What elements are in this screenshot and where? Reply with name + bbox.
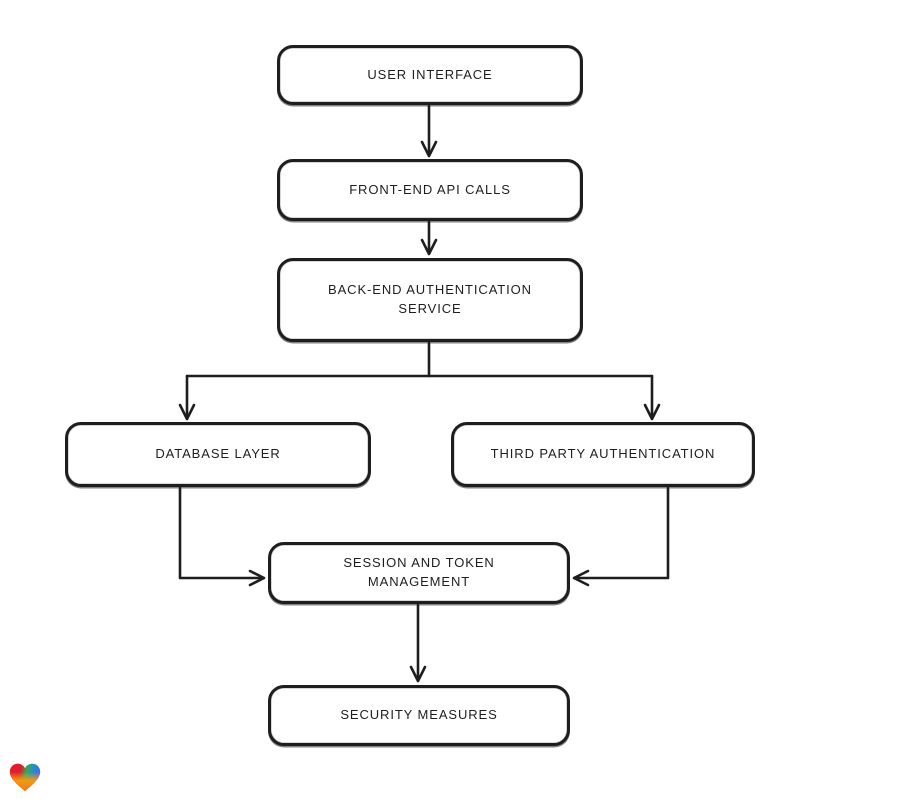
heart-icon bbox=[9, 763, 41, 792]
node-label: THIRD PARTY AUTHENTICATION bbox=[490, 446, 716, 462]
node-back-end-auth-service: BACK-END AUTHENTICATION SERVICE bbox=[277, 258, 583, 342]
node-label: DATABASE LAYER bbox=[155, 446, 281, 462]
edge-back-end-branch bbox=[178, 341, 661, 421]
node-front-end-api-calls: FRONT-END API CALLS bbox=[277, 159, 583, 221]
node-label: SESSION AND TOKEN bbox=[343, 555, 495, 571]
node-session-token-mgmt: SESSION AND TOKEN MANAGEMENT bbox=[268, 542, 570, 604]
edge-database-to-session bbox=[178, 486, 266, 587]
node-label: MANAGEMENT bbox=[367, 574, 471, 589]
node-label: SERVICE bbox=[398, 301, 462, 316]
node-third-party-auth: THIRD PARTY AUTHENTICATION bbox=[451, 422, 755, 487]
node-label: SECURITY MEASURES bbox=[340, 707, 498, 723]
edge-third-party-to-session bbox=[572, 486, 670, 587]
node-database-layer: DATABASE LAYER bbox=[65, 422, 371, 487]
edge-front-end-to-back-end bbox=[420, 220, 438, 256]
node-user-interface: USER INTERFACE bbox=[277, 45, 583, 105]
node-security-measures: SECURITY MEASURES bbox=[268, 685, 570, 746]
gradient-heart-logo bbox=[7, 759, 43, 795]
node-label: FRONT-END API CALLS bbox=[349, 181, 511, 197]
node-label: USER INTERFACE bbox=[367, 66, 493, 82]
edge-user-interface-to-front-end bbox=[420, 104, 438, 158]
edge-session-to-security bbox=[409, 603, 427, 683]
node-label: BACK-END AUTHENTICATION bbox=[328, 282, 532, 298]
